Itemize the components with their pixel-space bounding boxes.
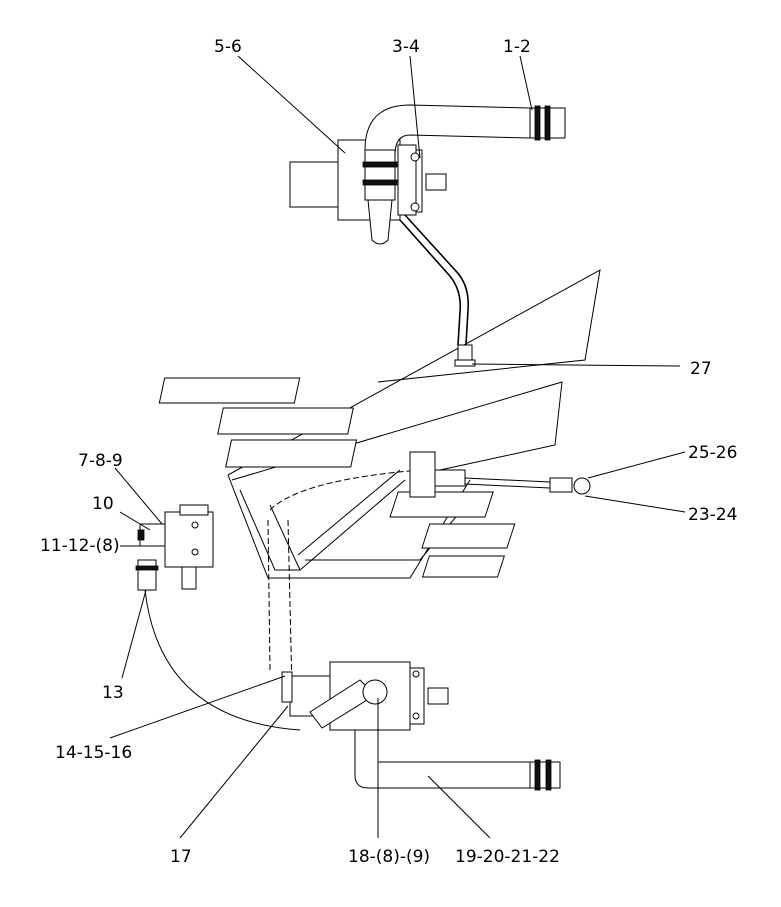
leader-1-2 xyxy=(519,55,533,111)
middle-valve xyxy=(409,451,591,498)
bolt xyxy=(412,712,420,720)
port-flange xyxy=(362,679,388,705)
panel xyxy=(217,407,354,435)
fitting-nut xyxy=(454,359,476,367)
pipe-segment xyxy=(364,149,396,201)
label-13: 13 xyxy=(102,683,124,703)
top-tube xyxy=(399,214,476,367)
bolt xyxy=(412,670,420,678)
frame-panels xyxy=(158,377,516,578)
top-motor-assembly xyxy=(289,104,566,245)
bolt xyxy=(410,202,420,212)
panel xyxy=(421,523,516,549)
hose-clamp xyxy=(534,759,541,791)
valve-block xyxy=(409,451,436,498)
valve-top xyxy=(179,504,209,516)
hose-clamp xyxy=(362,161,398,168)
leader-13 xyxy=(121,589,147,679)
fitting xyxy=(457,344,473,362)
leader-25-26 xyxy=(587,451,686,479)
leader-7-8-9 xyxy=(114,467,163,525)
label-10: 10 xyxy=(92,494,114,514)
bolt xyxy=(191,521,199,529)
label-5-6: 5-6 xyxy=(214,37,242,57)
hose-clamp xyxy=(135,565,159,571)
bottom-pipe xyxy=(354,729,546,789)
label-11-12-8: 11-12-(8) xyxy=(40,536,120,556)
hose-clamp xyxy=(362,179,398,186)
callout-labels: 5-6 3-4 1-2 27 25-26 23-24 7-8-9 10 11-1… xyxy=(40,37,737,867)
hose-clamp xyxy=(544,105,551,141)
label-27: 27 xyxy=(690,359,712,379)
outlet-nozzle xyxy=(367,199,393,245)
valve-port xyxy=(434,469,466,487)
elbow-pipe xyxy=(364,104,531,156)
valve-body xyxy=(164,511,214,568)
leader-27 xyxy=(471,363,681,367)
leader-19-22 xyxy=(427,775,491,839)
label-3-4: 3-4 xyxy=(392,37,420,57)
hose-clamp xyxy=(534,105,541,141)
side-fitting xyxy=(281,671,293,703)
label-14-15-16: 14-15-16 xyxy=(55,743,132,763)
motor-flange xyxy=(409,667,425,725)
hose-clamp xyxy=(545,759,552,791)
elbow-fitting xyxy=(573,477,591,495)
hose-pipe xyxy=(137,559,157,591)
panel xyxy=(158,377,301,404)
machine-frame xyxy=(144,269,601,731)
shaft-end xyxy=(425,173,447,191)
label-1-2: 1-2 xyxy=(503,37,531,57)
hose-end xyxy=(529,761,561,789)
label-23-24: 23-24 xyxy=(688,505,737,525)
valve-stem xyxy=(181,566,197,590)
leader-17 xyxy=(179,705,289,839)
bolt xyxy=(191,548,199,556)
label-18-8-9: 18-(8)-(9) xyxy=(348,847,430,867)
leader-14-15-16 xyxy=(109,675,286,739)
bolt xyxy=(410,152,420,162)
left-valve-assembly xyxy=(135,504,214,591)
panel xyxy=(389,491,494,518)
hose-fitting xyxy=(549,477,573,493)
panel xyxy=(421,555,506,578)
elbow-nut xyxy=(137,529,145,541)
panel xyxy=(225,439,358,468)
motor-body xyxy=(289,161,339,208)
leader-3-4 xyxy=(409,55,421,159)
leader-5-6 xyxy=(237,55,346,154)
leader-lines xyxy=(109,55,686,839)
leader-10 xyxy=(119,511,151,531)
leader-23-24 xyxy=(584,495,686,513)
bottom-motor-assembly xyxy=(281,661,561,791)
label-17: 17 xyxy=(170,847,192,867)
label-19-20-21-22: 19-20-21-22 xyxy=(455,847,560,867)
label-25-26: 25-26 xyxy=(688,443,737,463)
label-7-8-9: 7-8-9 xyxy=(78,451,123,471)
shaft-end xyxy=(427,687,449,705)
